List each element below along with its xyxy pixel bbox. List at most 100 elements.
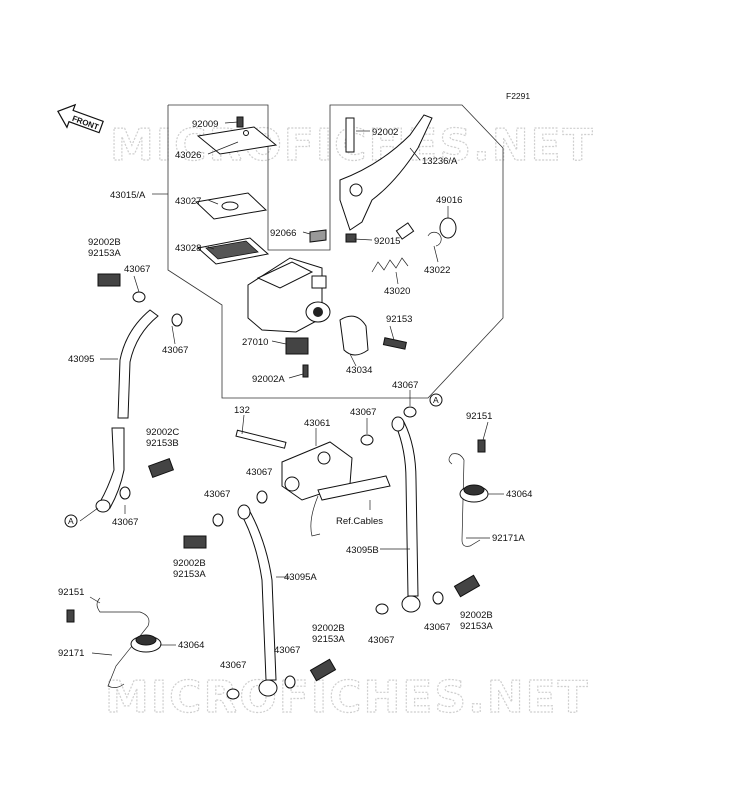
label-92171: 92171 [58,648,84,659]
label-43067-k: 43067 [424,622,450,633]
label-49016: 49016 [436,195,462,206]
label-43015a: 43015/A [110,190,146,201]
label-43067-a: 43067 [124,264,150,275]
ref-cables-note: Ref.Cables [336,516,383,527]
washer [226,688,240,700]
label-43067-c: 43067 [112,517,138,528]
brake-hose-43095 [117,309,159,419]
label-92066: 92066 [270,228,296,239]
part-labels: 92009 43026 43015/A 43027 43028 92002 13… [58,119,532,671]
banjo-bolt-bottom-center [309,658,337,682]
figure-code: F2291 [506,91,530,101]
label-43020: 43020 [384,286,410,297]
lever-nut [345,233,357,243]
label-43067-g: 43067 [204,489,230,500]
washer [432,591,444,605]
pivot-bolt [345,117,355,153]
banjo-fitting [258,679,278,697]
label-92153b: 92153B [146,438,179,449]
label-92015: 92015 [374,236,400,247]
washer [284,675,296,689]
label-43061: 43061 [304,418,330,429]
label-92002b-4: 92002B [460,610,493,621]
push-rod-spring [371,222,415,273]
banjo-fitting [237,504,251,520]
washer [256,490,268,504]
label-92153a-1: 92153A [88,248,121,259]
label-43027: 43027 [175,196,201,207]
bolt-92151-left [66,609,75,623]
label-43028: 43028 [175,243,201,254]
grommet-left [130,634,162,653]
grommet-right [459,484,489,503]
washer [403,406,417,418]
label-92151-left: 92151 [58,587,84,598]
label-43095: 43095 [68,354,94,365]
callout-a-left: A [64,514,78,528]
washer [132,291,146,303]
callout-a-right: A [429,393,443,407]
leader-lines [79,121,504,656]
label-43067-i: 43067 [274,645,300,656]
washer [360,434,374,446]
reservoir-cap [196,126,278,155]
brake-joint [281,441,353,501]
brake-lever [339,114,433,231]
label-92153: 92153 [386,314,412,325]
label-92153a-4: 92153A [460,621,493,632]
master-cylinder-body [247,257,331,333]
banjo-fitting [95,499,111,513]
diaphragm-plate [194,192,268,220]
label-92153a-2: 92153A [173,569,206,580]
label-92171a: 92171A [492,533,525,544]
label-92002a: 92002A [252,374,285,385]
label-43067-b: 43067 [162,345,188,356]
label-92151-right: 92151 [466,411,492,422]
callout-letter: A [433,395,439,405]
circlip [427,231,442,247]
washer [375,603,389,615]
label-92153a-3: 92153A [312,634,345,645]
label-43064-right: 43064 [506,489,532,500]
washer [171,313,183,327]
label-92002: 92002 [372,127,398,138]
label-43095a: 43095A [284,572,317,583]
washer [119,486,131,500]
label-43067-d: 43067 [350,407,376,418]
label-43067-f: 43067 [246,467,272,478]
label-13236a: 13236/A [422,156,458,167]
bleeder-bolt-left [147,457,175,479]
assembly-frame [167,104,504,399]
banjo-bolt-bottom-right [453,574,481,598]
label-92002b-3: 92002B [312,623,345,634]
banjo-fitting [391,416,405,432]
label-43067-h: 43067 [220,660,246,671]
label-92002b-2: 92002B [173,558,206,569]
clamp-holder [339,315,369,356]
banjo-bolt-upper-left [97,273,121,287]
clamp-92171a [448,453,481,547]
bolt-92151-right [477,439,486,453]
brake-switch [285,337,309,355]
joint-bolt [235,429,287,449]
reservoir-screw [309,229,327,243]
label-92002b-1: 92002B [88,237,121,248]
brake-hose-43095b [395,421,419,597]
diaphragm [196,237,270,265]
label-43067-j: 43067 [368,635,394,646]
label-43064-left: 43064 [178,640,204,651]
banjo-bolt-mid-left [183,535,207,549]
clamp-bolt [382,337,407,350]
label-132: 132 [234,405,250,416]
banjo-fitting [401,595,421,613]
label-43095b: 43095B [346,545,379,556]
dust-boot [439,217,457,239]
label-92002c: 92002C [146,427,179,438]
front-arrow-icon: FRONT [57,103,104,134]
label-43026: 43026 [175,150,201,161]
brake-hose-43095a [239,507,277,681]
switch-screw [302,364,309,378]
label-43022: 43022 [424,265,450,276]
clamp-92171 [96,597,150,688]
